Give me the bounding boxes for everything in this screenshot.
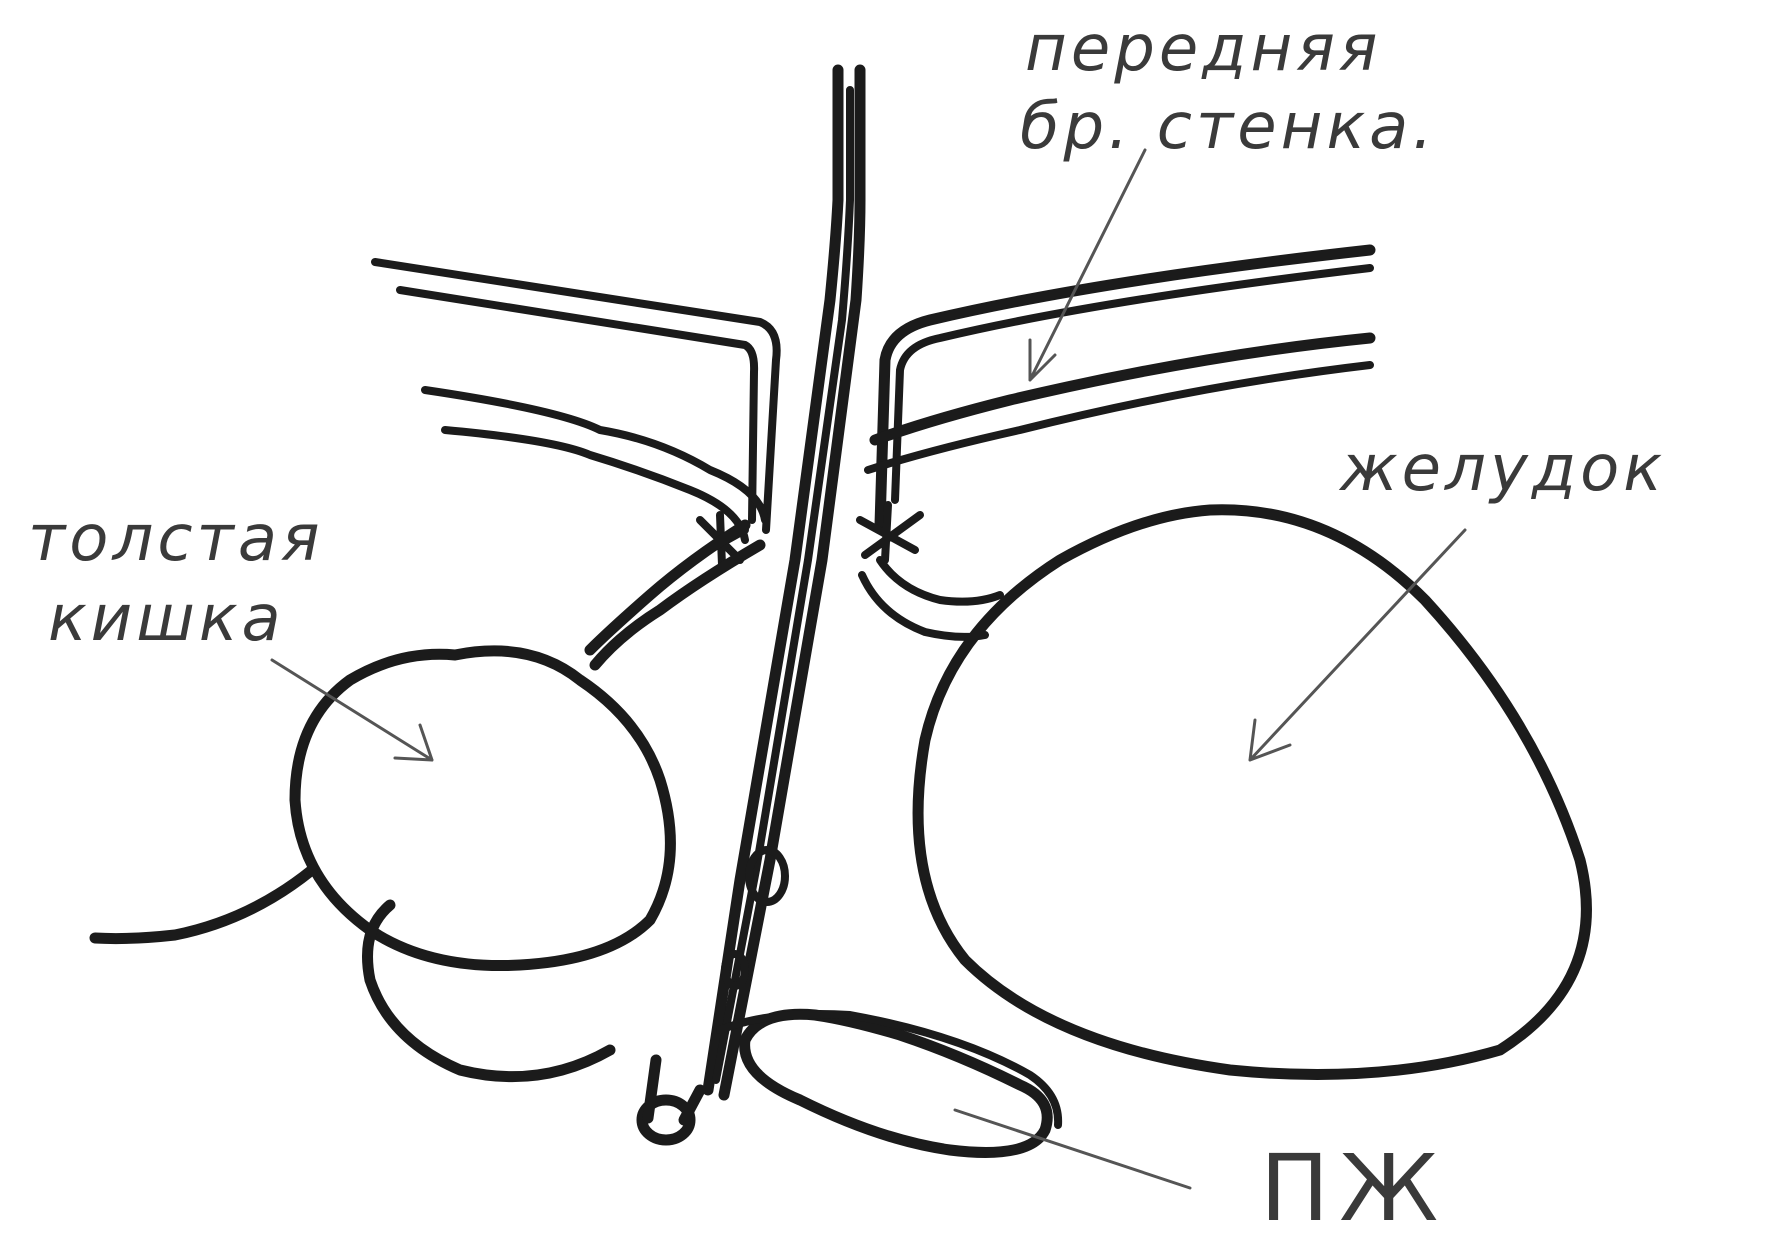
label-anterior-wall-line2: бр. стенка.: [1020, 90, 1437, 164]
annotation-arrows: [272, 150, 1465, 1188]
label-anterior-wall-line1: передняя: [1025, 12, 1381, 86]
label-colon-line1: толстая: [28, 502, 324, 576]
arrow-anterior-wall: [1030, 150, 1145, 380]
pancreas: [720, 1014, 1058, 1153]
stomach: [918, 510, 1586, 1075]
label-pancreas: ПЖ: [1260, 1135, 1448, 1239]
label-colon-line2: кишка: [48, 582, 285, 656]
label-stomach: желудок: [1338, 432, 1666, 506]
abdominal-wall-left: [375, 262, 777, 565]
arrow-stomach: [1250, 530, 1465, 760]
abdominal-wall-right: [860, 250, 1370, 637]
